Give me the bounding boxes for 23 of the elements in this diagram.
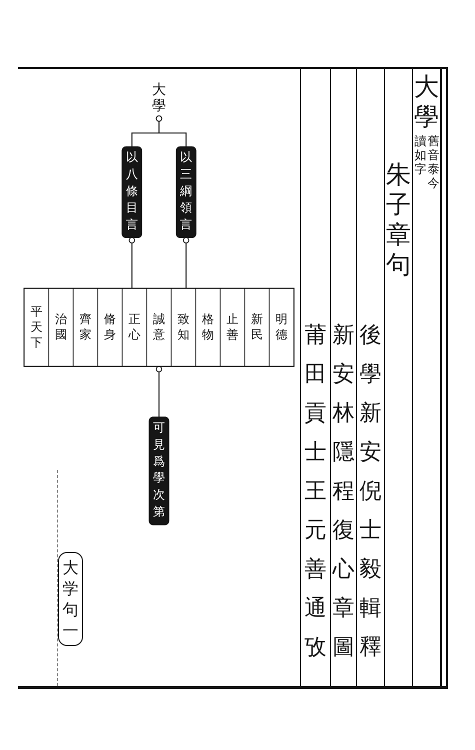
connector xyxy=(156,366,162,418)
subheading: 朱子章句 xyxy=(385,160,412,280)
node-box: 正心 xyxy=(122,288,148,367)
credit-line: 莆田貢士王元善通攷 xyxy=(304,322,328,662)
connector xyxy=(181,237,190,290)
node-box: 齊家 xyxy=(72,288,98,367)
page-label: 大学句一 xyxy=(58,552,83,646)
node-text: 大學 xyxy=(152,80,166,114)
heading: 大學 xyxy=(413,72,440,132)
node-box: 誠意 xyxy=(146,288,172,367)
node-box: 明德 xyxy=(268,288,294,367)
node-box: 新民 xyxy=(244,288,270,367)
credit-line: 後學新安倪士毅輯釋 xyxy=(358,322,382,662)
node-box: 止善 xyxy=(220,288,246,367)
node-box: 平天下 xyxy=(24,288,50,367)
node-box: 格物 xyxy=(195,288,221,367)
connector xyxy=(156,115,187,148)
annotation-note: 舊音泰今讀如字 xyxy=(414,134,440,190)
node-box: 脩身 xyxy=(97,288,123,367)
node-box: 治國 xyxy=(48,288,74,367)
connector xyxy=(128,237,137,290)
credit-line: 新安林隱程復心章圖 xyxy=(331,322,356,662)
node-box: 致知 xyxy=(170,288,196,367)
